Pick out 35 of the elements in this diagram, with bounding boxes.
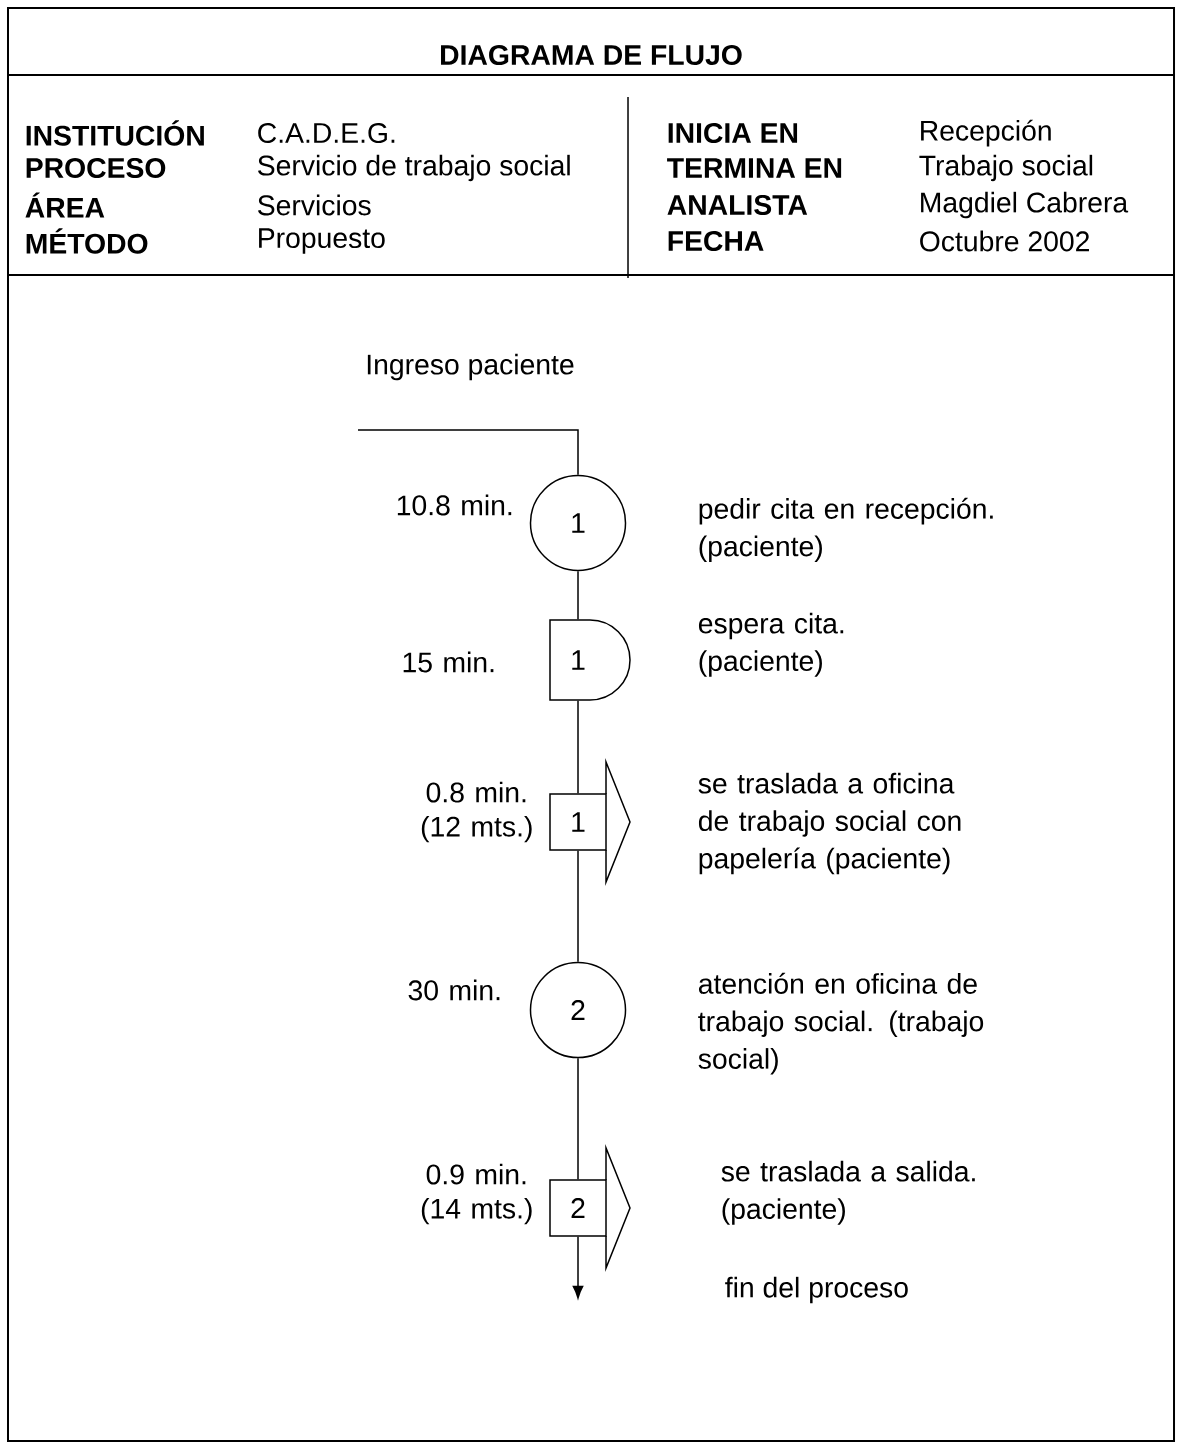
field-name: FECHA (668, 230, 764, 252)
title: DIAGRAMA DE FLUJO (441, 44, 742, 66)
field-name: ANALISTA (667, 194, 808, 216)
time-label: 15 min. (403, 651, 494, 673)
step-description: se traslada a salida. (paciente) (721, 1160, 975, 1225)
connector-line (357, 429, 579, 476)
time-label: 30 min. (408, 979, 500, 1001)
field-name: INSTITUCIÓN (26, 120, 204, 146)
time-label: 0.9 min. (14 mts.) (421, 1163, 532, 1225)
field-value: Servicio de trabajo social (258, 154, 570, 182)
field-name: TERMINA EN (667, 158, 842, 178)
step-description: pedir cita en recepción. (paciente) (699, 497, 993, 562)
step-description: se traslada a oficina de trabajo social con papelería (paciente) (698, 772, 961, 875)
field-value: Propuesto (259, 228, 385, 254)
step-description: atención en oficina de trabajo social. (trabajo social) (698, 972, 984, 1075)
field-name: PROCESO (26, 157, 166, 179)
field-name: INICIA EN (668, 122, 798, 144)
connector-line (577, 850, 579, 963)
field-name: MÉTODO (26, 228, 148, 254)
step-description: espera cita. (paciente) (698, 612, 844, 677)
connector-line (577, 700, 579, 794)
connector-line (577, 570, 579, 620)
start-label: Ingreso paciente (367, 353, 574, 381)
time-label: 0.8 min. (12 mts.) (421, 781, 532, 843)
field-value: C.A.D.E.G. (258, 122, 395, 144)
connector-line (577, 1057, 579, 1180)
connector-line (572, 1236, 584, 1299)
field-value: Servicios (258, 194, 371, 216)
field-name: ÁREA (25, 192, 105, 218)
field-value: Magdiel Cabrera (921, 191, 1129, 219)
field-value: Trabajo social (919, 154, 1093, 182)
end-label: fin del proceso (725, 1276, 908, 1304)
field-value: Recepción (921, 119, 1051, 147)
field-value: Octubre 2002 (920, 230, 1089, 252)
time-label: 10.8 min. (397, 494, 512, 516)
